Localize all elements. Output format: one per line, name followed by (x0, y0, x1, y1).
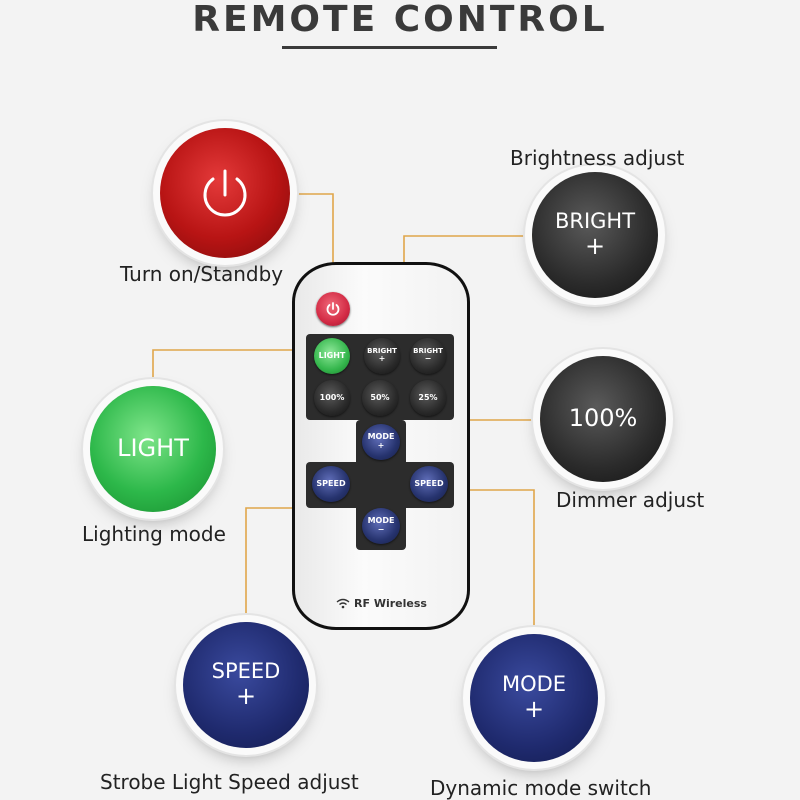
remote-50-button[interactable]: 50% (362, 380, 398, 416)
remote-50-label: 50% (370, 392, 390, 402)
remote-mode-minus-sign: − (377, 525, 385, 534)
label-dynamic-mode: Dynamic mode switch (430, 776, 652, 800)
label-brightness-adjust: Brightness adjust (510, 146, 685, 170)
remote-mode-minus-button[interactable]: MODE − (362, 508, 400, 544)
label-lighting-mode: Lighting mode (82, 522, 226, 546)
mode-button-text: MODE (501, 672, 567, 697)
remote-25-button[interactable]: 25% (410, 380, 446, 416)
remote-bright-minus-sign: − (424, 354, 432, 364)
remote-speed-right-label: SPEED (414, 478, 444, 488)
leader-lighting (152, 349, 318, 386)
light-button-illustration: LIGHT (90, 386, 216, 512)
remote-mode-plus-button[interactable]: MODE + (362, 424, 400, 460)
power-button-illustration (160, 128, 290, 258)
mode-button-plus: + (523, 695, 545, 724)
remote-bright-minus-button[interactable]: BRIGHT − (410, 338, 446, 374)
remote-bright-plus-sign: + (378, 354, 386, 364)
dimmer-button-illustration: 100% (540, 356, 666, 482)
remote-bright-minus-label: BRIGHT (413, 346, 443, 355)
speed-button-plus: + (235, 682, 257, 711)
speed-button-text: SPEED (211, 659, 281, 684)
label-strobe-speed: Strobe Light Speed adjust (100, 770, 359, 794)
remote-bright-plus-button[interactable]: BRIGHT + (364, 338, 400, 374)
remote-mode-plus-sign: + (377, 441, 385, 450)
label-dimmer-adjust: Dimmer adjust (556, 488, 705, 512)
remote-speed-left-button[interactable]: SPEED (312, 466, 350, 502)
remote-mode-plus-label: MODE (367, 432, 395, 442)
remote-100-label: 100% (319, 392, 345, 402)
remote-rf-wireless: RF Wireless (336, 597, 427, 610)
power-icon (326, 302, 340, 316)
rf-wireless-label: RF Wireless (354, 597, 427, 610)
remote-power-button[interactable] (316, 292, 350, 326)
remote-light-button[interactable]: LIGHT (314, 338, 350, 374)
light-button-text: LIGHT (117, 434, 189, 463)
label-turn-on-standby: Turn on/Standby (120, 262, 284, 286)
remote-light-label: LIGHT (318, 350, 346, 360)
speed-button-illustration: SPEED + (183, 622, 309, 748)
remote-mode-minus-label: MODE (367, 516, 395, 526)
bright-button-text: BRIGHT (554, 209, 636, 234)
title-underline (282, 46, 497, 49)
page-title: REMOTE CONTROL (192, 0, 608, 40)
mode-button-illustration: MODE + (470, 634, 598, 762)
bright-button-illustration: BRIGHT + (532, 172, 658, 298)
remote-25-label: 25% (418, 392, 438, 402)
power-icon (203, 169, 247, 217)
remote-bright-plus-label: BRIGHT (367, 346, 397, 355)
remote-speed-right-button[interactable]: SPEED (410, 466, 448, 502)
remote-speed-left-label: SPEED (316, 478, 346, 488)
remote-100-button[interactable]: 100% (314, 380, 350, 416)
dimmer-button-text: 100% (568, 404, 638, 433)
bright-button-plus: + (584, 232, 606, 261)
wifi-icon (336, 598, 350, 609)
